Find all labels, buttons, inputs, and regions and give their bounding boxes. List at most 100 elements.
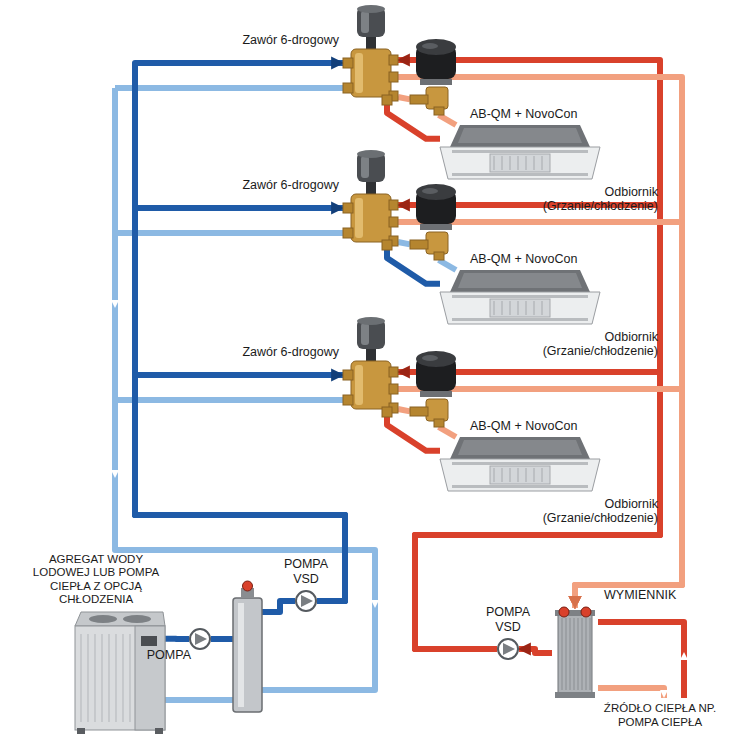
pipe-connector [387,417,440,451]
pipe-connector [165,636,189,642]
fan-coil-cassette-part [494,301,495,315]
chiller-unit-part [123,634,124,722]
fan-coil-cassette-part [490,299,550,317]
cold-return-pipe [115,85,343,91]
fan-coil-cassette-part [440,147,600,179]
chiller-unit-part [89,615,117,623]
fan-coil-cassette-part [450,437,590,459]
heat-exchanger-part [578,618,579,690]
fan-coil-cassette-part [452,318,588,321]
fan-coil-cassette-part [510,156,511,170]
six-way-valve-part [382,240,392,250]
pump-symbol: POMPA [189,628,211,650]
fan-coil-cassette: Odbiornik (Grzanie/chłodzenie) [440,437,600,492]
chiller-unit-part [135,626,165,730]
balancing-valve-part [422,188,438,194]
separator-body [233,598,262,712]
balancing-valve-icon [410,37,462,115]
six-way-valve: Zawór 6-drogowy [343,150,398,250]
balancing-valve-part [420,224,452,230]
fan-coil-cassette-part [518,301,519,315]
node-label: Zawór 6-drogowy [239,345,339,359]
six-way-valve-part [366,349,376,361]
six-way-valve-icon [343,5,398,105]
pipe-connector [398,372,660,649]
pipe-connector [519,649,552,653]
fan-coil-cassette-part [440,459,600,491]
six-way-valve-part [355,365,363,405]
pipe-connector [398,222,682,608]
six-way-valve-part [357,317,385,325]
flow-arrow [660,690,668,698]
flow-arrow [680,652,688,660]
six-way-valve-part [355,53,363,93]
balancing-valve-part [410,407,428,416]
chiller-unit-part [77,728,85,734]
pipe-connector [398,389,682,608]
six-way-valve-part [361,11,369,33]
heat-exchanger-part [562,618,563,690]
fan-coil-cassette-part [502,468,503,482]
node-label: AB-QM + NovoCon [470,419,585,433]
chiller-unit-part [116,634,117,722]
balancing-valve-part [410,240,428,249]
six-way-valve-part [382,95,392,105]
node-label: Odbiornik (Grzanie/chłodzenie) [528,330,658,359]
pipe-connector [398,97,410,99]
separator-highlight [238,603,244,707]
balancing-valve-part [426,87,448,109]
cold-return-pipe [165,697,233,703]
fan-coil-cassette: Odbiornik (Grzanie/chłodzenie) [440,270,600,325]
fan-coil-cassette-part [452,173,588,176]
cold-supply-pipe [262,601,295,612]
fan-coil-cassette-part [526,156,527,170]
six-way-valve-part [382,407,392,417]
fan-coil-cassette-part [458,128,582,143]
flow-arrow [111,300,119,308]
six-way-valve-part [351,194,391,242]
fan-coil-cassette-part [542,301,543,315]
node-label: POMPA VSD [483,605,533,634]
flow-arrow [111,470,119,478]
pipe-connector [135,208,345,601]
heat-source-pipe [598,622,684,698]
pipe-connector [398,409,410,411]
fan-coil-cassette-part [458,440,582,455]
fan-coil-cassette-part [494,156,495,170]
balancing-valve-part [434,107,444,115]
pipe-connector [135,375,345,601]
balancing-valve-part [416,184,456,200]
fan-coil-cassette: Odbiornik (Grzanie/chłodzenie) [440,125,600,180]
heat-exchanger-part [570,618,571,690]
hydraulic-separator [233,581,262,712]
fan-coil-cassette-part [526,468,527,482]
fan-coil-cassette-part [542,468,543,482]
node-label: AB-QM + NovoCon [470,252,585,266]
flow-arrow [371,600,379,608]
pump-symbol: POMPA VSD [295,590,317,612]
six-way-valve-part [351,49,391,97]
six-way-valve-part [361,156,369,178]
heat-exchanger-icon [552,608,598,698]
pump-symbol: POMPA VSD [497,638,519,660]
six-way-valve-part [366,182,376,194]
fan-coil-cassette-part [450,125,590,147]
heat-exchanger-part [559,607,569,617]
node-label: Odbiornik (Grzanie/chłodzenie) [528,497,658,526]
fan-coil-cassette-part [452,485,588,488]
balancing-valve-part [426,232,448,254]
six-way-valve-part [361,323,369,345]
chiller-unit: AGREGAT WODY LODOWEJ LUB POMPA CIEPŁA Z … [75,612,165,734]
chiller-unit-part [88,634,89,722]
six-way-valve: Zawór 6-drogowy [343,317,398,417]
pump-symbol-icon [497,638,519,660]
heat-exchanger-part [590,618,591,690]
six-way-valve-part [351,361,391,409]
pump-symbol-part [301,595,313,607]
node-label: Zawór 6-drogowy [239,33,339,47]
pipe-connector [398,242,410,244]
six-way-valve-part [343,370,353,380]
chiller-unit-part [81,634,82,722]
balancing-valve: AB-QM + NovoCon [410,182,462,260]
pump-symbol-part [498,639,518,659]
